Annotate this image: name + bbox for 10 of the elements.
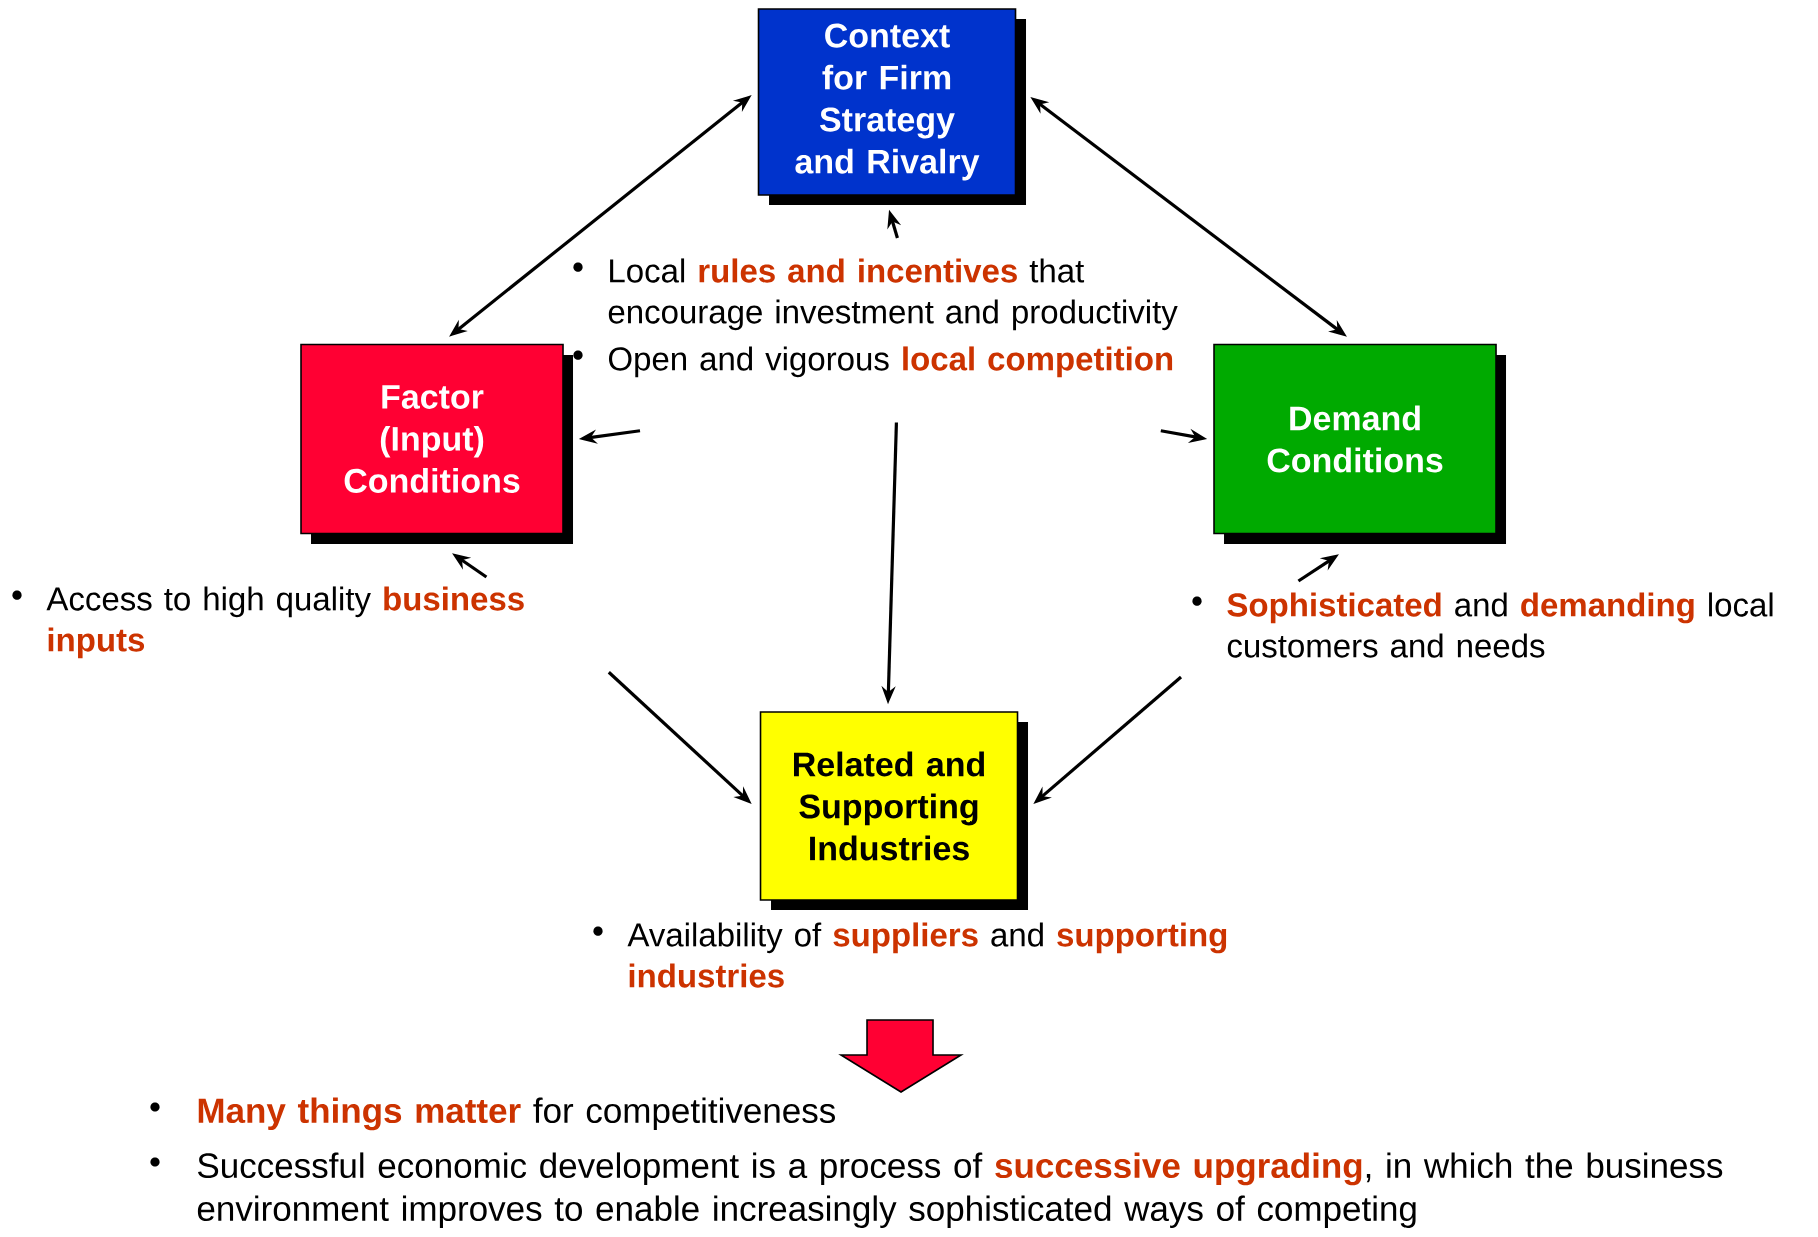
bullet-text: Local rules and incentives that encourage investment and productivity Open and vigorous local competition <box>573 258 1178 378</box>
strategy-box: Context for Firm Strategy and Rivalry <box>757 8 1026 205</box>
demand-box: Demand Conditions <box>1213 343 1506 544</box>
bullet-text: Access to high quality business inputs <box>12 586 524 659</box>
bullet-text: Sophisticated and demanding local customers and needs <box>1192 592 1773 658</box>
bullet-text: Successful economic development is a process of successive upgrading, in which the business environment improves to enable increasingly sophisticated ways of competing <box>150 1152 1723 1229</box>
industries-box: Related and Supporting Industries <box>759 711 1028 910</box>
factor-box: Factor (Input) Conditions <box>300 343 573 544</box>
bullet-text: Availability of suppliers and supporting industries <box>593 922 1227 988</box>
bullet-text: Many things matter for competitiveness <box>150 1097 835 1131</box>
